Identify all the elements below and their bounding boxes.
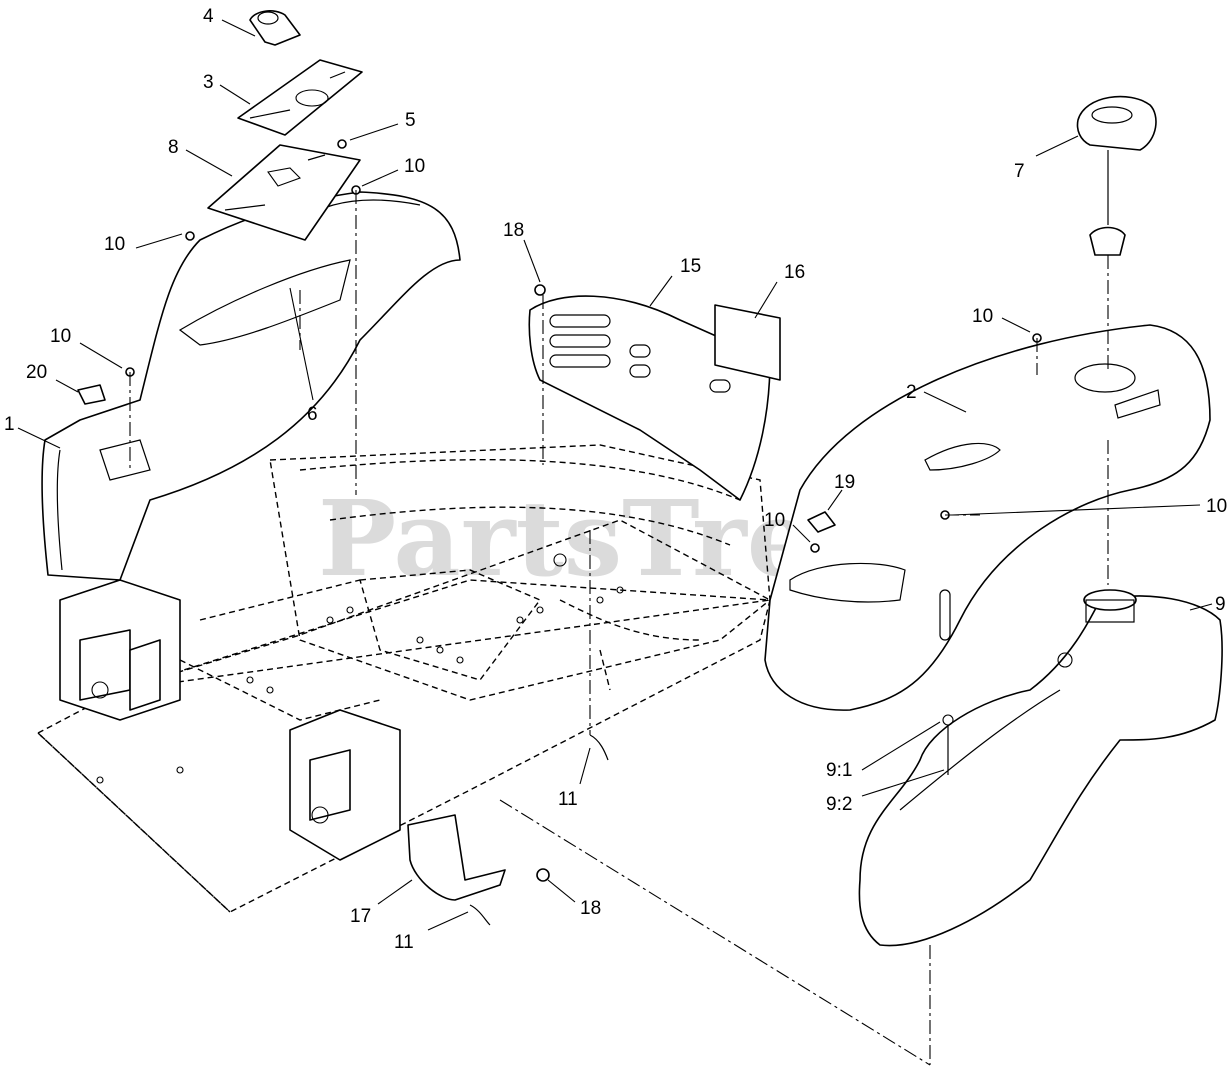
decal-part-4 [249, 10, 301, 46]
callout-18-top: 18 [503, 220, 524, 241]
fuel-tank-part-9 [858, 589, 1223, 947]
callout-20: 20 [26, 362, 47, 383]
callout-10-right-mid: 10 [764, 510, 785, 531]
callout-2: 2 [906, 382, 917, 403]
rear-bracket-left [59, 579, 401, 861]
panel-part-8 [207, 144, 361, 241]
chassis-frame [36, 444, 773, 913]
frame-holes [96, 553, 624, 784]
callout-10-top: 10 [404, 156, 425, 177]
clip-part-19 [807, 511, 836, 533]
callout-9-2: 9:2 [826, 794, 852, 815]
callout-9-1: 9:1 [826, 760, 852, 781]
callout-8: 8 [168, 137, 179, 158]
callout-1: 1 [4, 414, 15, 435]
callout-19: 19 [834, 472, 855, 493]
left-fender-part-1 [41, 191, 461, 581]
callouts: 4 3 8 5 10 10 10 20 1 6 18 15 16 7 10 2 [4, 6, 1227, 953]
callout-17: 17 [350, 906, 371, 927]
callout-11-center: 11 [558, 789, 578, 810]
callout-10-right: 10 [1206, 496, 1227, 517]
bolt-part-18-top [534, 284, 546, 296]
seat-pan-part-15 [528, 295, 771, 501]
callout-18-bottom: 18 [580, 898, 601, 919]
callout-5: 5 [405, 110, 416, 131]
callout-6: 6 [307, 404, 318, 425]
bracket-part-17 [407, 814, 506, 926]
callout-11-bottom: 11 [394, 932, 414, 953]
decal-part-16 [714, 304, 781, 381]
screw-part-10-a [185, 231, 195, 241]
hardware [77, 139, 1042, 882]
fuel-cap-part-7 [1076, 95, 1157, 256]
panel-part-3 [237, 59, 363, 136]
alignment-lines [129, 190, 1109, 1066]
callout-15: 15 [680, 256, 701, 277]
callout-10-left-lower: 10 [50, 326, 71, 347]
callout-16: 16 [784, 262, 805, 283]
callout-9: 9 [1215, 594, 1226, 615]
right-fender-part-2 [764, 324, 1211, 711]
screw-part-10-f [810, 543, 820, 553]
callout-7: 7 [1014, 161, 1025, 182]
callout-4: 4 [203, 6, 214, 27]
callout-3: 3 [203, 72, 214, 93]
spring-part-11 [589, 734, 609, 761]
bolt-part-18-bottom [536, 868, 550, 882]
clip-part-20 [77, 384, 106, 405]
callout-10-left-upper: 10 [104, 234, 125, 255]
screw-part-5 [337, 139, 347, 149]
callout-10-right-top: 10 [972, 306, 993, 327]
